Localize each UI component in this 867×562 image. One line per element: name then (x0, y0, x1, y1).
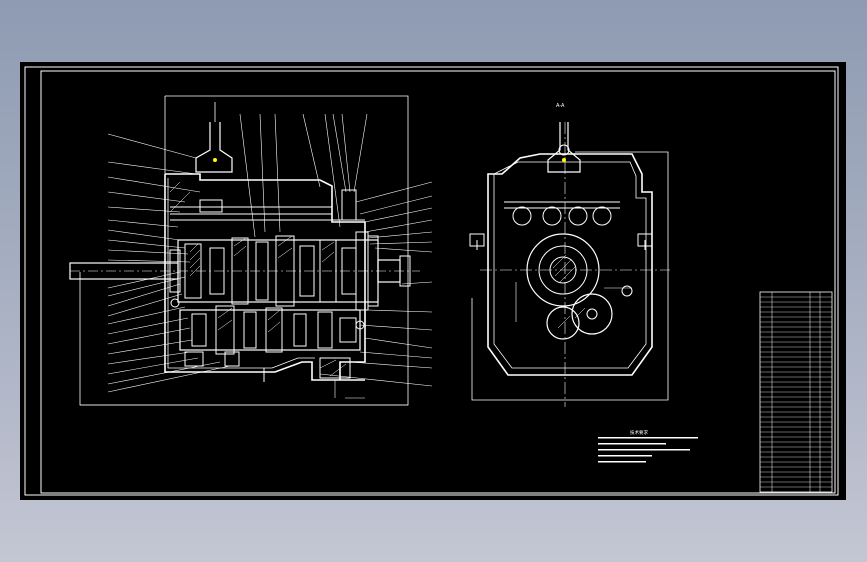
leader-lines-left (107, 133, 231, 393)
technical-requirements-notes: 技术要求 (598, 429, 698, 463)
leader-lines-right (319, 181, 433, 387)
sheet-inner-border (40, 70, 836, 494)
cross-section-view-a-a (469, 122, 670, 407)
shift-knob-markers (213, 158, 566, 162)
tech-requirements-title: 技术要求 (630, 429, 648, 436)
longitudinal-section-view (69, 95, 420, 406)
gearbox-assembly-drawing: A-A 技术要求 (24, 66, 839, 496)
sheet-outer-border (24, 66, 839, 496)
section-view-label: A-A (556, 103, 565, 109)
cad-drawing-viewport[interactable]: A-A 技术要求 (20, 62, 846, 500)
leader-lines-top (239, 113, 368, 238)
